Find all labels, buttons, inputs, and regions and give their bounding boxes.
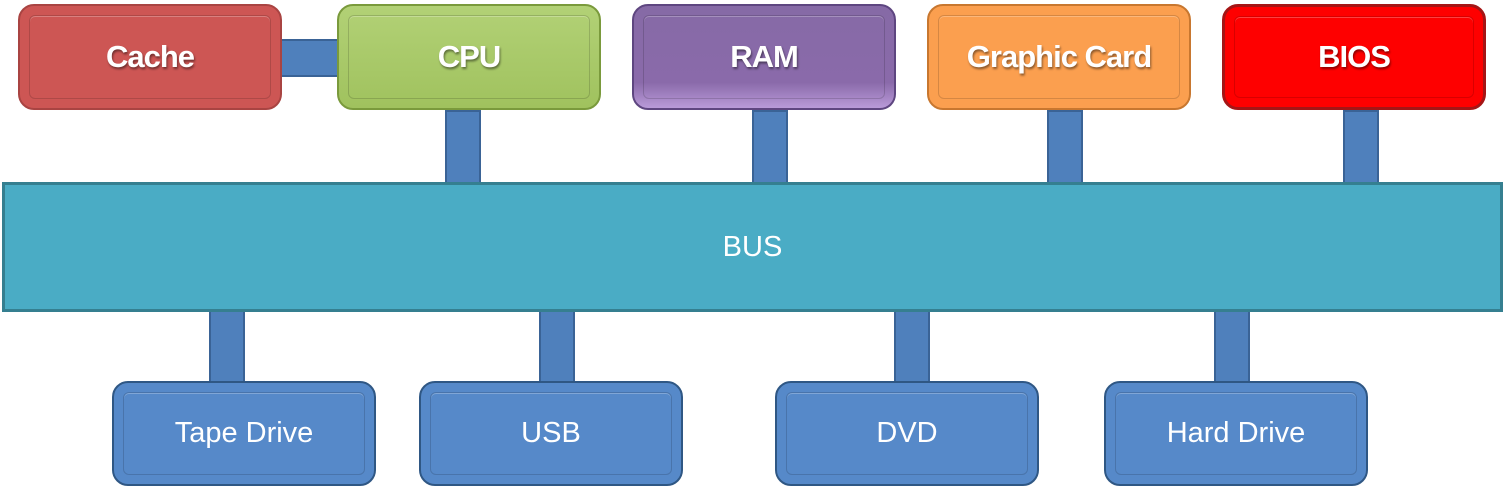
- connector-bus-dvd: [894, 310, 930, 383]
- component-hard-drive: Hard Drive: [1104, 381, 1368, 486]
- bus-label: BUS: [722, 230, 783, 263]
- component-label: CPU: [437, 39, 501, 74]
- connector-bios-bus: [1343, 110, 1379, 184]
- component-label: Cache: [105, 39, 195, 74]
- system-bus: BUS: [2, 182, 1503, 312]
- component-dvd: DVD: [775, 381, 1039, 486]
- component-bios: BIOS: [1222, 4, 1486, 110]
- component-label: BIOS: [1318, 39, 1391, 74]
- component-label: Tape Drive: [174, 417, 314, 449]
- component-label: DVD: [876, 417, 938, 449]
- component-label: Graphic Card: [966, 39, 1152, 74]
- connector-bus-hard-drive: [1214, 310, 1250, 383]
- component-cache: Cache: [18, 4, 282, 110]
- component-label: RAM: [730, 39, 799, 74]
- connector-cpu-bus: [445, 110, 481, 184]
- connector-graphic-card-bus: [1047, 110, 1083, 184]
- component-cpu: CPU: [337, 4, 601, 110]
- component-label: Hard Drive: [1166, 417, 1306, 449]
- connector-bus-tape-drive: [209, 310, 245, 383]
- component-usb: USB: [419, 381, 683, 486]
- connector-ram-bus: [752, 110, 788, 184]
- connector-cache-cpu: [280, 39, 342, 77]
- component-graphic-card: Graphic Card: [927, 4, 1191, 110]
- component-tape-drive: Tape Drive: [112, 381, 376, 486]
- connector-bus-usb: [539, 310, 575, 383]
- component-ram: RAM: [632, 4, 896, 110]
- component-label: USB: [521, 417, 581, 449]
